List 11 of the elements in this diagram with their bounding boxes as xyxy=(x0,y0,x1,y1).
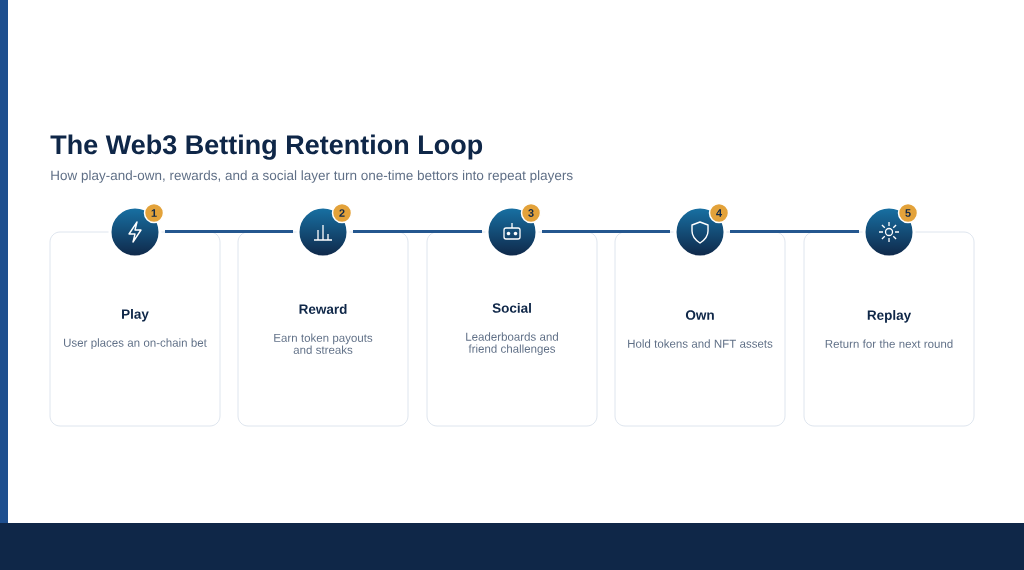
subtitle: How play-and-own, rewards, and a social layer turn one-time bettors into repeat players xyxy=(51,170,573,183)
title: The Web3 Betting Retention Loop xyxy=(50,134,483,160)
step-card: Reward Earn token payouts and streaks xyxy=(237,231,409,427)
step-card: Social Leaderboards and friend challenges xyxy=(426,231,598,427)
step-card: Own Hold tokens and NFT assets xyxy=(614,231,786,427)
connector-line xyxy=(730,230,859,234)
step-card: Play User places an on-chain bet xyxy=(49,231,221,427)
connector-line xyxy=(542,230,670,234)
step-card: Replay Return for the next round xyxy=(803,231,975,427)
connector-line xyxy=(353,230,482,234)
connector-line xyxy=(165,230,293,234)
